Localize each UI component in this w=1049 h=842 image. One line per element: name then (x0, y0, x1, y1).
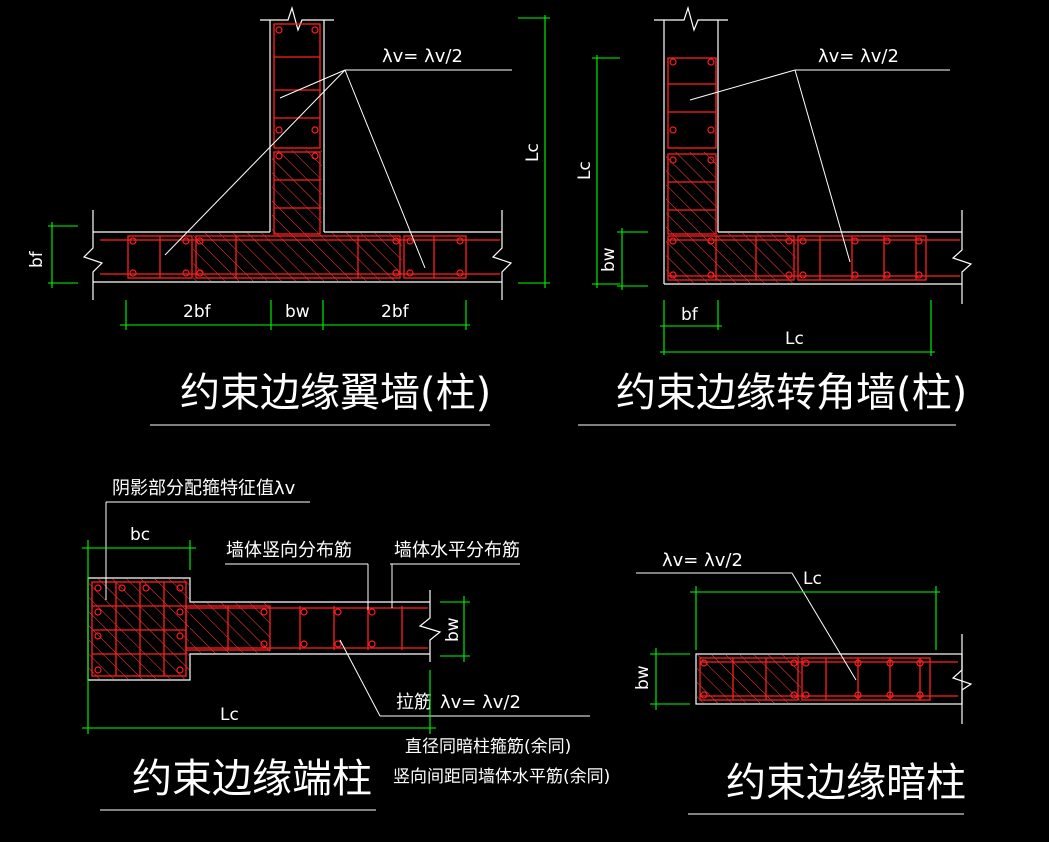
flange-wall-rebar (100, 23, 500, 279)
corner-wall-dim-bw: bw (599, 247, 619, 272)
hidden-column-panel: λv= λv/2 Lc bw 约束边缘暗柱 (633, 550, 973, 815)
end-column-leaders (105, 501, 590, 717)
flange-wall-dim-left: 2bf (183, 302, 212, 322)
end-column-rebar (91, 581, 428, 677)
end-column-note-spacing: 竖向间距同墙体水平筋(余同) (393, 767, 610, 787)
flange-wall-lambda: λv= λv/2 (382, 46, 463, 67)
end-column-vertical-bar-label: 墙体竖向分布筋 (226, 540, 352, 561)
corner-wall-dim-lc-horizontal: Lc (785, 329, 804, 349)
end-column-dimensions (82, 540, 470, 734)
flange-wall-shadow-horizontal (193, 233, 402, 281)
end-column-rebar-dots (94, 584, 376, 674)
corner-wall-shadow-vertical (666, 152, 717, 233)
end-column-shadow-label: 阴影部分配箍特征值λv (112, 478, 296, 499)
hidden-column-title: 约束边缘暗柱 (726, 760, 966, 806)
hidden-column-lambda: λv= λv/2 (662, 550, 743, 571)
corner-wall-dim-bf: bf (681, 305, 699, 325)
end-column-shadow-web (190, 603, 270, 653)
flange-wall-title: 约束边缘翼墙(柱) (180, 370, 491, 416)
end-column-title: 约束边缘端柱 (132, 756, 372, 802)
corner-wall-shadow-horizontal (666, 233, 796, 283)
hidden-column-shadow (697, 655, 801, 703)
corner-wall-title: 约束边缘转角墙(柱) (616, 370, 967, 416)
end-column-shadow-head (89, 579, 189, 679)
flange-wall-leaders (164, 69, 512, 269)
flange-wall-dim-mid: bw (285, 302, 310, 322)
end-column-tie-bar-label: 拉筋 (396, 692, 432, 713)
flange-wall-panel: λv= λv/2 bf 2bf bw 2bf Lc 约束边缘翼墙(柱) (27, 5, 550, 426)
flange-wall-dim-right: 2bf (381, 302, 410, 322)
corner-wall-rebar (667, 57, 960, 281)
flange-wall-dim-lc: Lc (523, 143, 543, 162)
corner-wall-panel: λv= λv/2 Lc bw bf Lc 约束边缘转角墙(柱) (575, 5, 973, 426)
hidden-column-dimensions (650, 586, 940, 710)
corner-wall-dim-lc-vertical: Lc (575, 161, 595, 180)
hidden-column-dim-bw: bw (633, 665, 653, 690)
hidden-column-leaders (636, 572, 857, 681)
end-column-note-diameter: 直径同暗柱箍筋(余同) (405, 737, 571, 757)
flange-wall-dimensions (48, 15, 550, 330)
flange-wall-rebar-dots (129, 26, 464, 277)
end-column-dim-lc: Lc (220, 705, 239, 725)
hidden-column-dim-lc: Lc (803, 569, 822, 589)
flange-wall-shadow-vertical (272, 150, 322, 233)
corner-wall-outline (654, 5, 973, 304)
corner-wall-lambda: λv= λv/2 (818, 46, 899, 67)
end-column-dim-bw: bw (443, 617, 463, 642)
hidden-column-rebar (699, 657, 958, 701)
flange-wall-dim-bf: bf (27, 250, 47, 268)
hidden-column-rebar-dots (700, 659, 924, 699)
corner-wall-leaders (689, 69, 950, 263)
end-column-panel: 阴影部分配箍特征值λv 墙体竖向分布筋 墙体水平分布筋 拉筋 λv= λv/2 … (82, 478, 610, 811)
end-column-horizontal-bar-label: 墙体水平分布筋 (394, 540, 520, 561)
corner-wall-rebar-dots (669, 58, 923, 279)
flange-wall-outline (82, 5, 513, 300)
end-column-dim-bc: bc (130, 525, 150, 545)
corner-wall-dimensions (592, 55, 935, 356)
hidden-column-outline (695, 634, 973, 724)
end-column-lambda: λv= λv/2 (440, 692, 521, 713)
